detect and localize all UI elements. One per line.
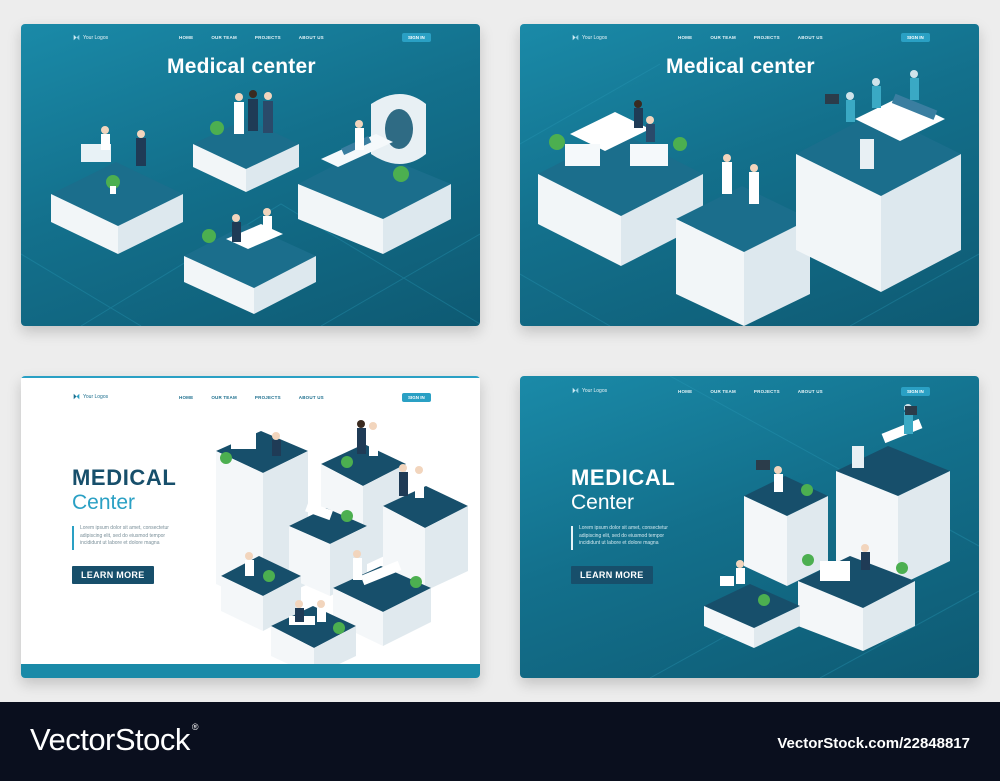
panel-top-right: Your Logos HOME OUR TEAM PROJECTS ABOUT … xyxy=(520,24,979,326)
logo-icon xyxy=(73,393,80,400)
nav-projects[interactable]: PROJECTS xyxy=(753,389,780,394)
text-accent-bar xyxy=(571,526,573,550)
nav-projects[interactable]: PROJECTS xyxy=(254,35,281,40)
nav-about-us[interactable]: ABOUT US xyxy=(797,35,823,40)
nav-about-us[interactable]: ABOUT US xyxy=(298,35,324,40)
platform-doctors xyxy=(676,154,810,326)
nav-about-us[interactable]: ABOUT US xyxy=(298,395,324,400)
nav-links: HOME OUR TEAM PROJECTS ABOUT US xyxy=(179,35,324,40)
logo-text: Your Logos xyxy=(582,387,608,394)
hero-subheading: Center xyxy=(571,491,635,514)
registered-mark: ® xyxy=(191,722,199,732)
logo-icon xyxy=(572,34,579,41)
panel-bottom-right: Your Logos HOME OUR TEAM PROJECTS ABOUT … xyxy=(520,376,979,678)
platform-reception xyxy=(51,126,183,254)
isometric-illustration xyxy=(520,63,979,326)
platform-doctors xyxy=(193,90,299,192)
hero-description: Lorem ipsum dolor sit amet, consectetur … xyxy=(579,525,668,546)
brand-name: VectorStock xyxy=(30,722,190,757)
isometric-illustration xyxy=(21,420,480,678)
sign-in-button[interactable]: SIGN IN xyxy=(901,387,930,396)
text-accent-bar xyxy=(72,526,74,550)
hero-description: Lorem ipsum dolor sit amet, consectetur … xyxy=(80,525,169,546)
logo[interactable]: Your Logos xyxy=(73,393,108,400)
nav-bar: Your Logos HOME OUR TEAM PROJECTS ABOUT … xyxy=(520,24,979,52)
learn-more-button[interactable]: LEARN MORE xyxy=(571,566,653,584)
nav-home[interactable]: HOME xyxy=(678,35,693,40)
learn-more-button[interactable]: LEARN MORE xyxy=(72,566,154,584)
nav-our-team[interactable]: OUR TEAM xyxy=(710,389,736,394)
logo[interactable]: Your Logos xyxy=(572,34,607,41)
nav-projects[interactable]: PROJECTS xyxy=(254,395,281,400)
nav-our-team[interactable]: OUR TEAM xyxy=(710,35,736,40)
top-accent-line xyxy=(21,376,480,378)
nav-our-team[interactable]: OUR TEAM xyxy=(211,35,237,40)
nav-bar: Your Logos HOME OUR TEAM PROJECTS ABOUT … xyxy=(520,376,979,404)
nav-bar: Your Logos HOME OUR TEAM PROJECTS ABOUT … xyxy=(21,24,480,52)
platform-surgery xyxy=(796,70,961,292)
watermark-footer: VectorStock® VectorStock.com/22848817 xyxy=(0,702,1000,781)
logo-icon xyxy=(73,34,80,41)
page-title: Medical center xyxy=(666,55,815,78)
isometric-illustration xyxy=(21,90,480,326)
sign-in-button[interactable]: SIGN IN xyxy=(402,33,431,42)
logo[interactable]: Your Logos xyxy=(73,34,108,41)
panel-top-left: Your Logos HOME OUR TEAM PROJECTS ABOUT … xyxy=(21,24,480,326)
platform-lounge xyxy=(798,544,915,651)
logo-text: Your Logos xyxy=(582,34,608,41)
platform-stack xyxy=(216,420,468,676)
platform-mri xyxy=(298,94,451,254)
hero-heading: MEDICAL xyxy=(72,465,177,490)
nav-our-team[interactable]: OUR TEAM xyxy=(211,395,237,400)
nav-projects[interactable]: PROJECTS xyxy=(753,35,780,40)
logo-text: Your Logos xyxy=(83,34,109,41)
nav-home[interactable]: HOME xyxy=(179,395,194,400)
nav-home[interactable]: HOME xyxy=(678,389,693,394)
nav-links: HOME OUR TEAM PROJECTS ABOUT US xyxy=(678,389,823,394)
panel-bottom-left: Your Logos HOME OUR TEAM PROJECTS ABOUT … xyxy=(21,376,480,678)
nav-links: HOME OUR TEAM PROJECTS ABOUT US xyxy=(678,35,823,40)
platform-consultation xyxy=(704,560,800,648)
nav-links: HOME OUR TEAM PROJECTS ABOUT US xyxy=(179,395,324,400)
nav-home[interactable]: HOME xyxy=(179,35,194,40)
nav-bar: Your Logos HOME OUR TEAM PROJECTS ABOUT … xyxy=(21,376,480,404)
logo[interactable]: Your Logos xyxy=(572,387,607,394)
platform-monitor xyxy=(744,460,828,586)
nav-about-us[interactable]: ABOUT US xyxy=(797,389,823,394)
page-title: Medical center xyxy=(167,55,316,78)
hero-heading: MEDICAL xyxy=(571,465,676,490)
image-id: VectorStock.com/22848817 xyxy=(777,735,970,752)
isometric-illustration xyxy=(649,376,979,678)
hero-subheading: Center xyxy=(72,491,136,514)
logo-icon xyxy=(572,387,579,394)
brand-logo: VectorStock® xyxy=(30,722,199,758)
logo-text: Your Logos xyxy=(83,393,109,400)
sign-in-button[interactable]: SIGN IN xyxy=(402,393,431,402)
platform-consultation xyxy=(184,208,316,314)
platform-lounge xyxy=(538,100,703,266)
sign-in-button[interactable]: SIGN IN xyxy=(901,33,930,42)
